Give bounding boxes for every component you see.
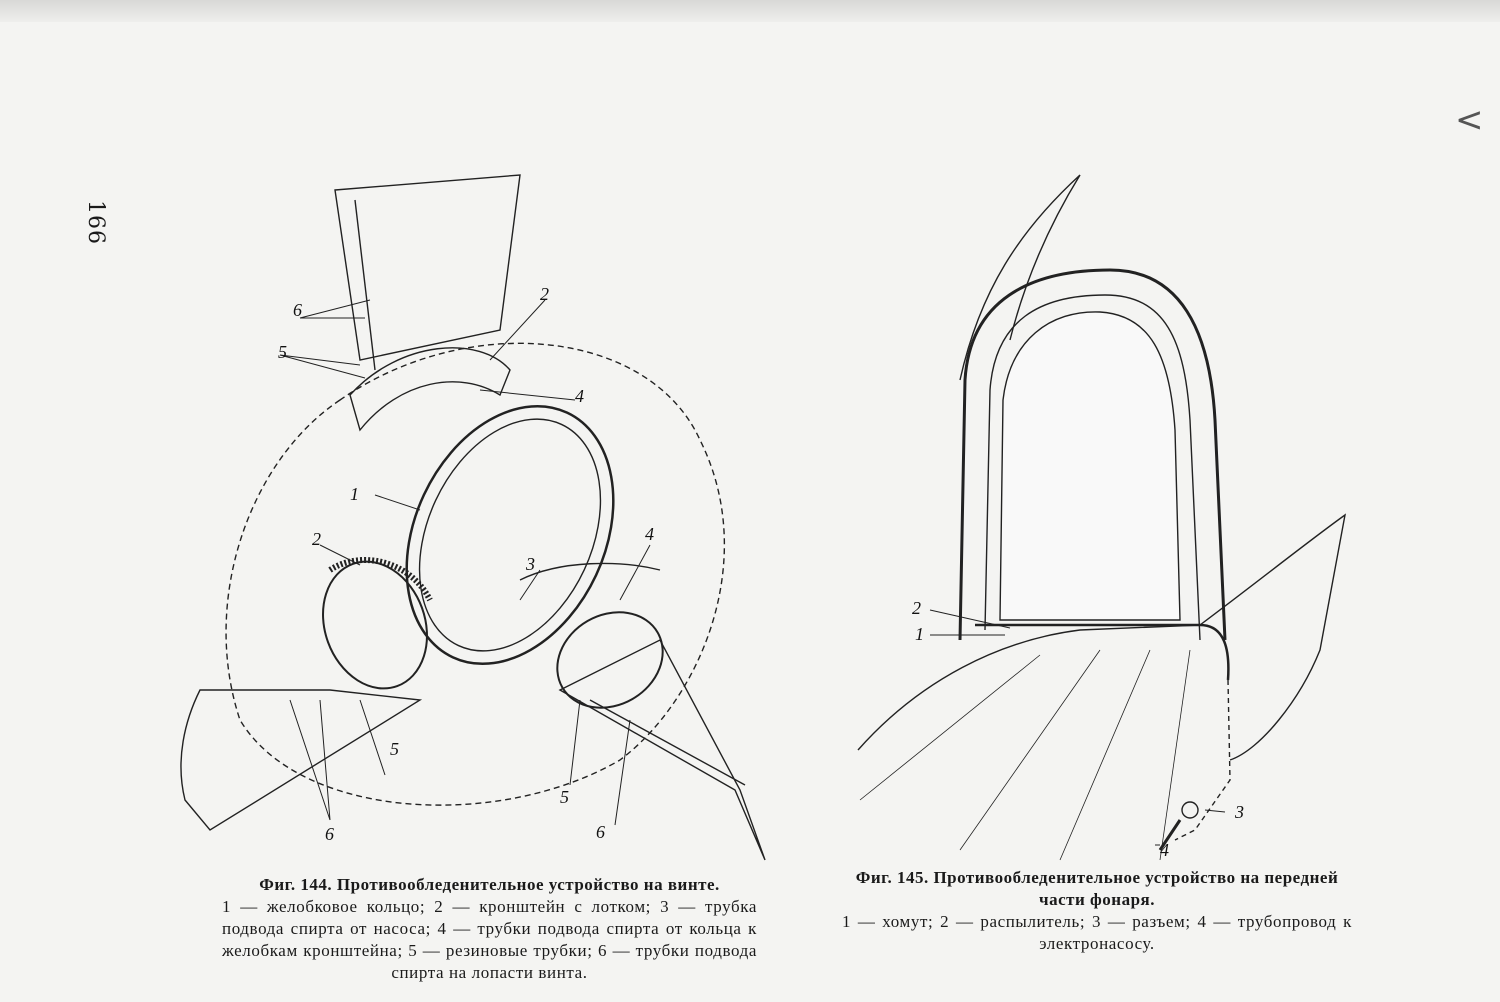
fig144-label: 5 [560,787,569,807]
figure-145-caption: Фиг. 145. Противообледенительное устройс… [842,867,1352,955]
top-blade [334,174,521,361]
right-blade [558,639,766,861]
margin-mark: < [1455,100,1484,140]
canopy-glass [999,311,1181,621]
fig144-label: 3 [525,554,535,574]
left-blade [180,689,423,831]
fig145-label: 3 [1234,802,1244,822]
fig144-label: 2 [312,529,321,549]
fuselage [857,513,1347,761]
fig144-label: 6 [596,822,605,842]
fig144-label: 1 [350,484,359,504]
fig145-label: 1 [915,624,924,644]
fig145-label: 2 [912,598,921,618]
spinner-outline [225,342,725,806]
figure-144-legend: 1 — желобковое кольцо; 2 — кронштейн с л… [222,897,757,982]
figure-145-legend: 1 — хомут; 2 — распылитель; 3 — разъем; … [842,912,1352,953]
grooved-ring [405,404,615,666]
fig144-label: 4 [575,386,584,406]
fig144-label: 5 [278,342,287,362]
fig144-label: 4 [645,524,654,544]
fig145-label: 4 [1160,840,1169,860]
right-bracket [556,611,664,709]
figure-145-title: Фиг. 145. Противообледенительное устройс… [855,868,1339,909]
fig144-label: 2 [540,284,549,304]
scan-edge [0,0,1500,22]
fig144-label: 6 [293,300,302,320]
canopy-frame [958,268,1227,641]
figure-144-title: Фиг. 144. Противообледенительное устройс… [259,875,720,894]
fig144-label: 6 [325,824,334,844]
spray-pipe [975,623,1230,681]
fig144-label: 5 [390,739,399,759]
top-bracket [349,347,511,432]
figure-144-caption: Фиг. 144. Противообледенительное устройс… [222,874,757,984]
